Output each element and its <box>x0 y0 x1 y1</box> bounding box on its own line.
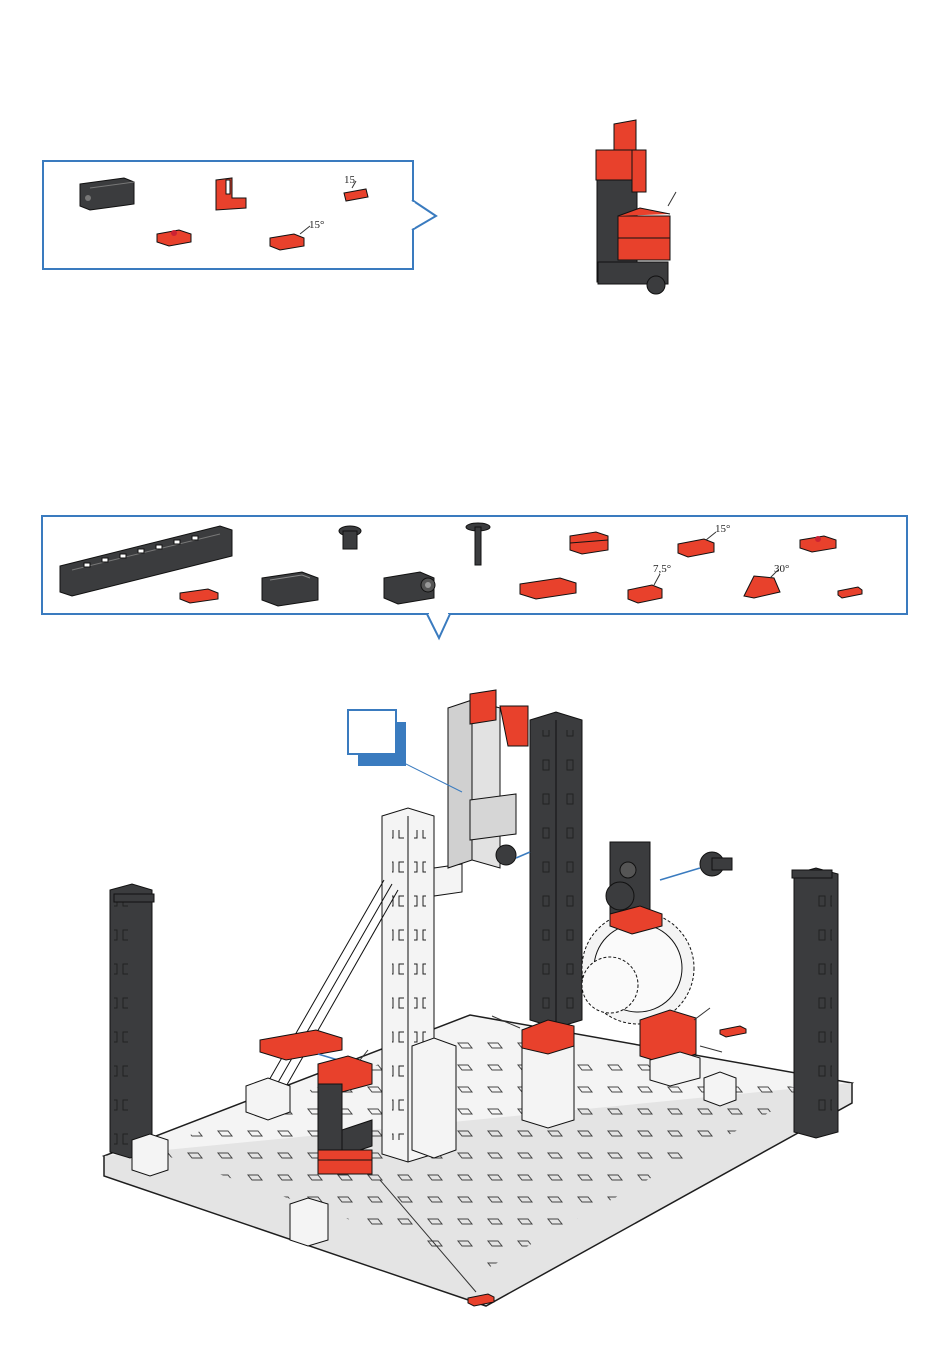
part-u-girder-dark <box>262 572 318 606</box>
part-building-block-15-red-wide <box>520 578 576 599</box>
blue-step-marker-icon <box>348 710 406 766</box>
parts-box-1-pointer <box>412 200 436 230</box>
tower-dark <box>530 712 582 1028</box>
label-angle-15-box2: 15° <box>715 523 730 535</box>
gear-motor-assembly <box>582 842 732 1024</box>
part-axle-with-hub-dark <box>466 523 490 565</box>
part-building-block-5-red-2 <box>800 536 836 552</box>
part-double-block-red <box>570 532 608 554</box>
part-building-block-30-dark <box>80 178 134 210</box>
subassembly-preview <box>596 120 676 294</box>
label-angle-15-a: 15 <box>344 174 356 186</box>
part-angle-block-15-red <box>270 226 310 250</box>
block-under-dark-tower <box>522 1020 574 1128</box>
pillar-right-dark <box>792 868 838 1138</box>
part-hub-nut-dark <box>339 526 361 549</box>
part-building-plate-red-small <box>180 589 218 603</box>
red-plate-left <box>260 1030 342 1060</box>
label-angle-7-5: 7,5° <box>653 563 671 575</box>
parts-box-2-pointer <box>427 614 450 638</box>
label-angle-30: 30° <box>774 563 789 575</box>
part-clip-red-small <box>838 587 862 598</box>
part-building-block-120-dark <box>60 526 232 596</box>
part-angle-block-7-5-red <box>628 574 662 603</box>
part-building-block-5-red <box>157 230 191 246</box>
part-motor-dark <box>384 572 435 604</box>
pillar-left-dark <box>110 884 154 1158</box>
label-angle-15-b: 15° <box>309 219 324 231</box>
part-angle-block-15-red-2 <box>678 532 716 557</box>
base-plate <box>104 1015 852 1306</box>
subassembly-exploded-gray <box>448 690 530 868</box>
part-angle-bracket-red <box>216 178 246 210</box>
